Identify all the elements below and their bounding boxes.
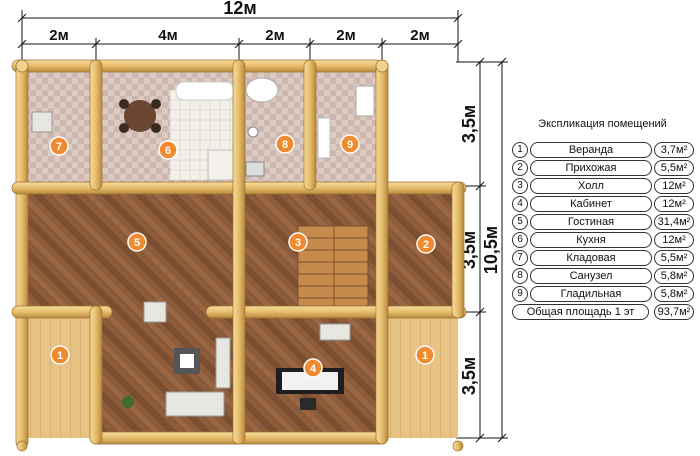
legend-row: 1 Веранда 3,7м² xyxy=(510,142,695,158)
room-number-text: 9 xyxy=(347,139,353,151)
room-badge-1-right: 1 xyxy=(415,345,435,365)
legend-room-number: 3 xyxy=(512,178,528,194)
legend-total-row: Общая площадь 1 эт 93,7м² xyxy=(510,304,695,320)
legend-room-area: 5,5м² xyxy=(654,250,694,266)
top-segment-5: 2м xyxy=(410,27,429,44)
right-segment-1: 3,5м xyxy=(459,105,479,143)
legend-row: 9 Гладильная 5,8м² xyxy=(510,286,695,302)
top-segment-2: 4м xyxy=(158,27,177,44)
legend-room-name: Кухня xyxy=(530,232,652,248)
room-number-text: 1 xyxy=(57,350,63,362)
furniture xyxy=(31,77,375,417)
right-total-dimension: 10,5м xyxy=(481,226,501,274)
legend-room-name: Кабинет xyxy=(530,196,652,212)
room-number-text: 4 xyxy=(310,363,317,375)
legend-total-area: 93,7м² xyxy=(654,304,694,320)
room-number-text: 1 xyxy=(422,350,428,362)
room-number-text: 6 xyxy=(165,145,171,157)
legend-row: 8 Санузел 5,8м² xyxy=(510,268,695,284)
top-total-dimension: 12м xyxy=(223,0,256,18)
legend-room-number: 5 xyxy=(512,214,528,230)
legend-row: 4 Кабинет 12м² xyxy=(510,196,695,212)
legend-room-area: 3,7м² xyxy=(654,142,694,158)
room-badge-6: 6 xyxy=(158,140,178,160)
room-number-text: 2 xyxy=(423,239,429,251)
legend-room-number: 6 xyxy=(512,232,528,248)
room-badges: 1 2 3 4 5 6 7 8 xyxy=(49,134,436,378)
legend-row: 6 Кухня 12м² xyxy=(510,232,695,248)
room-badge-2: 2 xyxy=(416,234,436,254)
legend-room-number: 2 xyxy=(512,160,528,176)
legend-row: 2 Прихожая 5,5м² xyxy=(510,160,695,176)
room-badge-5: 5 xyxy=(127,232,147,252)
legend-room-area: 31,4м² xyxy=(654,214,694,230)
legend-room-area: 5,8м² xyxy=(654,268,694,284)
legend-room-area: 5,8м² xyxy=(654,286,694,302)
top-segment-1: 2м xyxy=(49,27,68,44)
top-segment-3: 2м xyxy=(265,27,284,44)
legend-room-area: 12м² xyxy=(654,178,694,194)
log-walls xyxy=(11,59,467,452)
legend-room-name: Холл xyxy=(530,178,652,194)
legend-room-area: 12м² xyxy=(654,232,694,248)
room-number-text: 8 xyxy=(282,139,288,151)
room-badge-4: 4 xyxy=(303,358,323,378)
legend-room-name: Гладильная xyxy=(530,286,652,302)
legend-room-number: 8 xyxy=(512,268,528,284)
legend-room-area: 12м² xyxy=(654,196,694,212)
legend-title: Экспликация помещений xyxy=(538,118,667,130)
room-badge-9: 9 xyxy=(340,134,360,154)
legend-row: 7 Кладовая 5,5м² xyxy=(510,250,695,266)
room-badge-3: 3 xyxy=(288,232,308,252)
room-number-text: 3 xyxy=(295,237,301,249)
legend-room-number: 1 xyxy=(512,142,528,158)
legend-row: 5 Гостиная 31,4м² xyxy=(510,214,695,230)
top-dimensions xyxy=(17,10,463,62)
legend-room-number: 7 xyxy=(512,250,528,266)
room-badge-1-left: 1 xyxy=(50,345,70,365)
legend-room-name: Гостиная xyxy=(530,214,652,230)
legend-room-number: 4 xyxy=(512,196,528,212)
room-number-text: 5 xyxy=(134,237,140,249)
right-segment-3: 3,5м xyxy=(459,357,479,395)
room-badge-7: 7 xyxy=(49,136,69,156)
top-segment-4: 2м xyxy=(336,27,355,44)
room-badge-8: 8 xyxy=(275,134,295,154)
legend-room-name: Кладовая xyxy=(530,250,652,266)
legend-room-number: 9 xyxy=(512,286,528,302)
legend-room-name: Санузел xyxy=(530,268,652,284)
legend-total-label: Общая площадь 1 эт xyxy=(512,304,649,320)
legend-row: 3 Холл 12м² xyxy=(510,178,695,194)
legend-room-area: 5,5м² xyxy=(654,160,694,176)
legend-room-name: Веранда xyxy=(530,142,652,158)
room-number-text: 7 xyxy=(56,141,62,153)
legend-room-name: Прихожая xyxy=(530,160,652,176)
